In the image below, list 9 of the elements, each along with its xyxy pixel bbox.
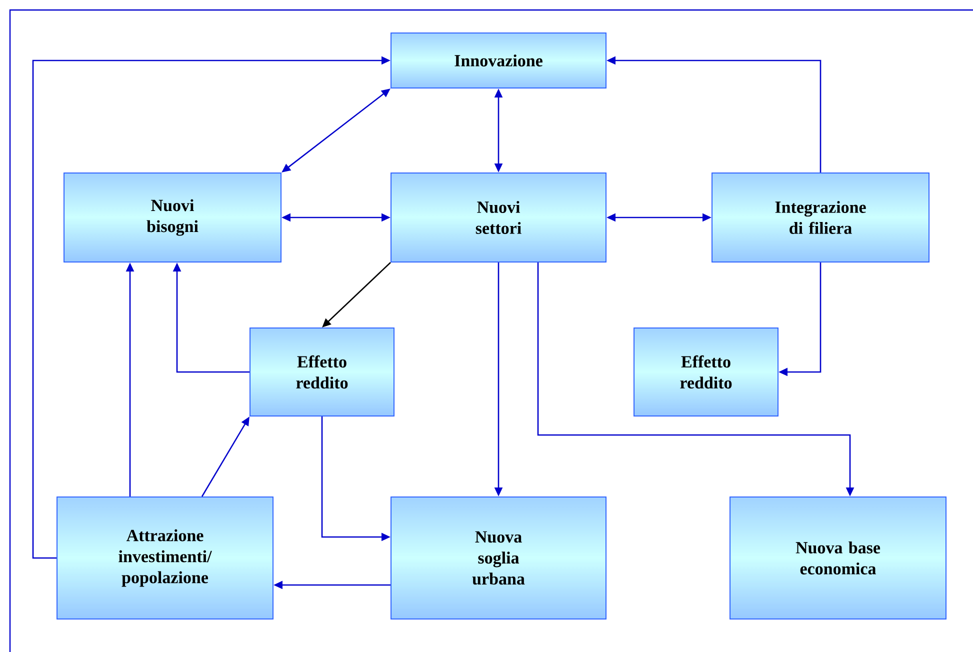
process-box: Nuovi bisogni — [64, 172, 282, 262]
process-box: Effetto reddito — [634, 328, 778, 416]
process-box: Nuova soglia urbana — [390, 496, 606, 620]
process-box: Integrazione di filiera — [712, 172, 930, 262]
process-box: Innovazione — [390, 32, 606, 88]
process-box: Nuova base economica — [730, 496, 946, 620]
process-box: Nuovi settori — [390, 172, 606, 262]
process-box: Attrazione investimenti/ popolazione — [56, 496, 274, 620]
process-box: Effetto reddito — [250, 328, 394, 416]
